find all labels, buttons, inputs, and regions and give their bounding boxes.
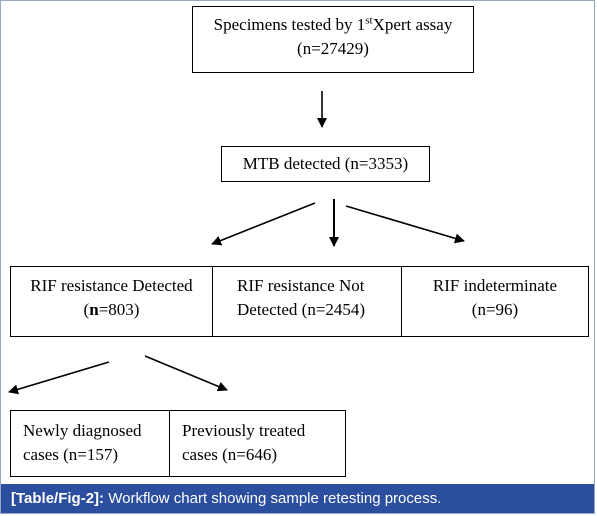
node-rif-detected: RIF resistance Detected (n=803) (10, 266, 213, 337)
caption-text: Workflow chart showing sample retesting … (104, 490, 442, 507)
node-previously-line2: cases (n=646) (182, 445, 278, 464)
node-previously-treated: Previously treated cases (n=646) (169, 410, 346, 477)
node-specimens-tested: Specimens tested by 1stXpert assay (n=27… (192, 6, 474, 73)
arrow-mtb-to-rif-detected (211, 202, 316, 246)
node-mtb-detected: MTB detected (n=3353) (221, 146, 430, 182)
node-specimens-line1: Specimens tested by 1stXpert assay (213, 14, 453, 34)
arrow-to-newly (8, 361, 110, 395)
node-rif-not-detected-line1: RIF resistance Not (237, 276, 365, 295)
node-rif-indeterminate-line2: (n=96) (471, 300, 519, 319)
node-rif-not-detected-line2: Detected (n=2454) (237, 300, 366, 319)
node-newly-line1: Newly diagnosed (23, 421, 142, 440)
node-rif-indeterminate-line1: RIF indeterminate (432, 276, 558, 295)
node-newly-diagnosed: Newly diagnosed cases (n=157) (10, 410, 170, 477)
node-rif-not-detected: RIF resistance Not Detected (n=2454) (212, 266, 402, 337)
caption-tag: [Table/Fig-2]: (11, 490, 105, 507)
node-mtb-label: MTB detected (n=3353) (242, 154, 409, 173)
figure-caption: [Table/Fig-2]: Workflow chart showing sa… (1, 484, 594, 513)
node-rif-indeterminate: RIF indeterminate (n=96) (401, 266, 589, 337)
node-previously-line1: Previously treated (182, 421, 306, 440)
node-rif-detected-line2: (n=803) (83, 300, 140, 319)
node-specimens-line2: (n=27429) (297, 39, 369, 58)
node-newly-line2: cases (n=157) (23, 445, 119, 464)
arrow-to-previously (144, 355, 228, 392)
arrow-mtb-to-rif-indeterminate (345, 205, 465, 244)
node-rif-detected-line1: RIF resistance Detected (30, 276, 193, 295)
